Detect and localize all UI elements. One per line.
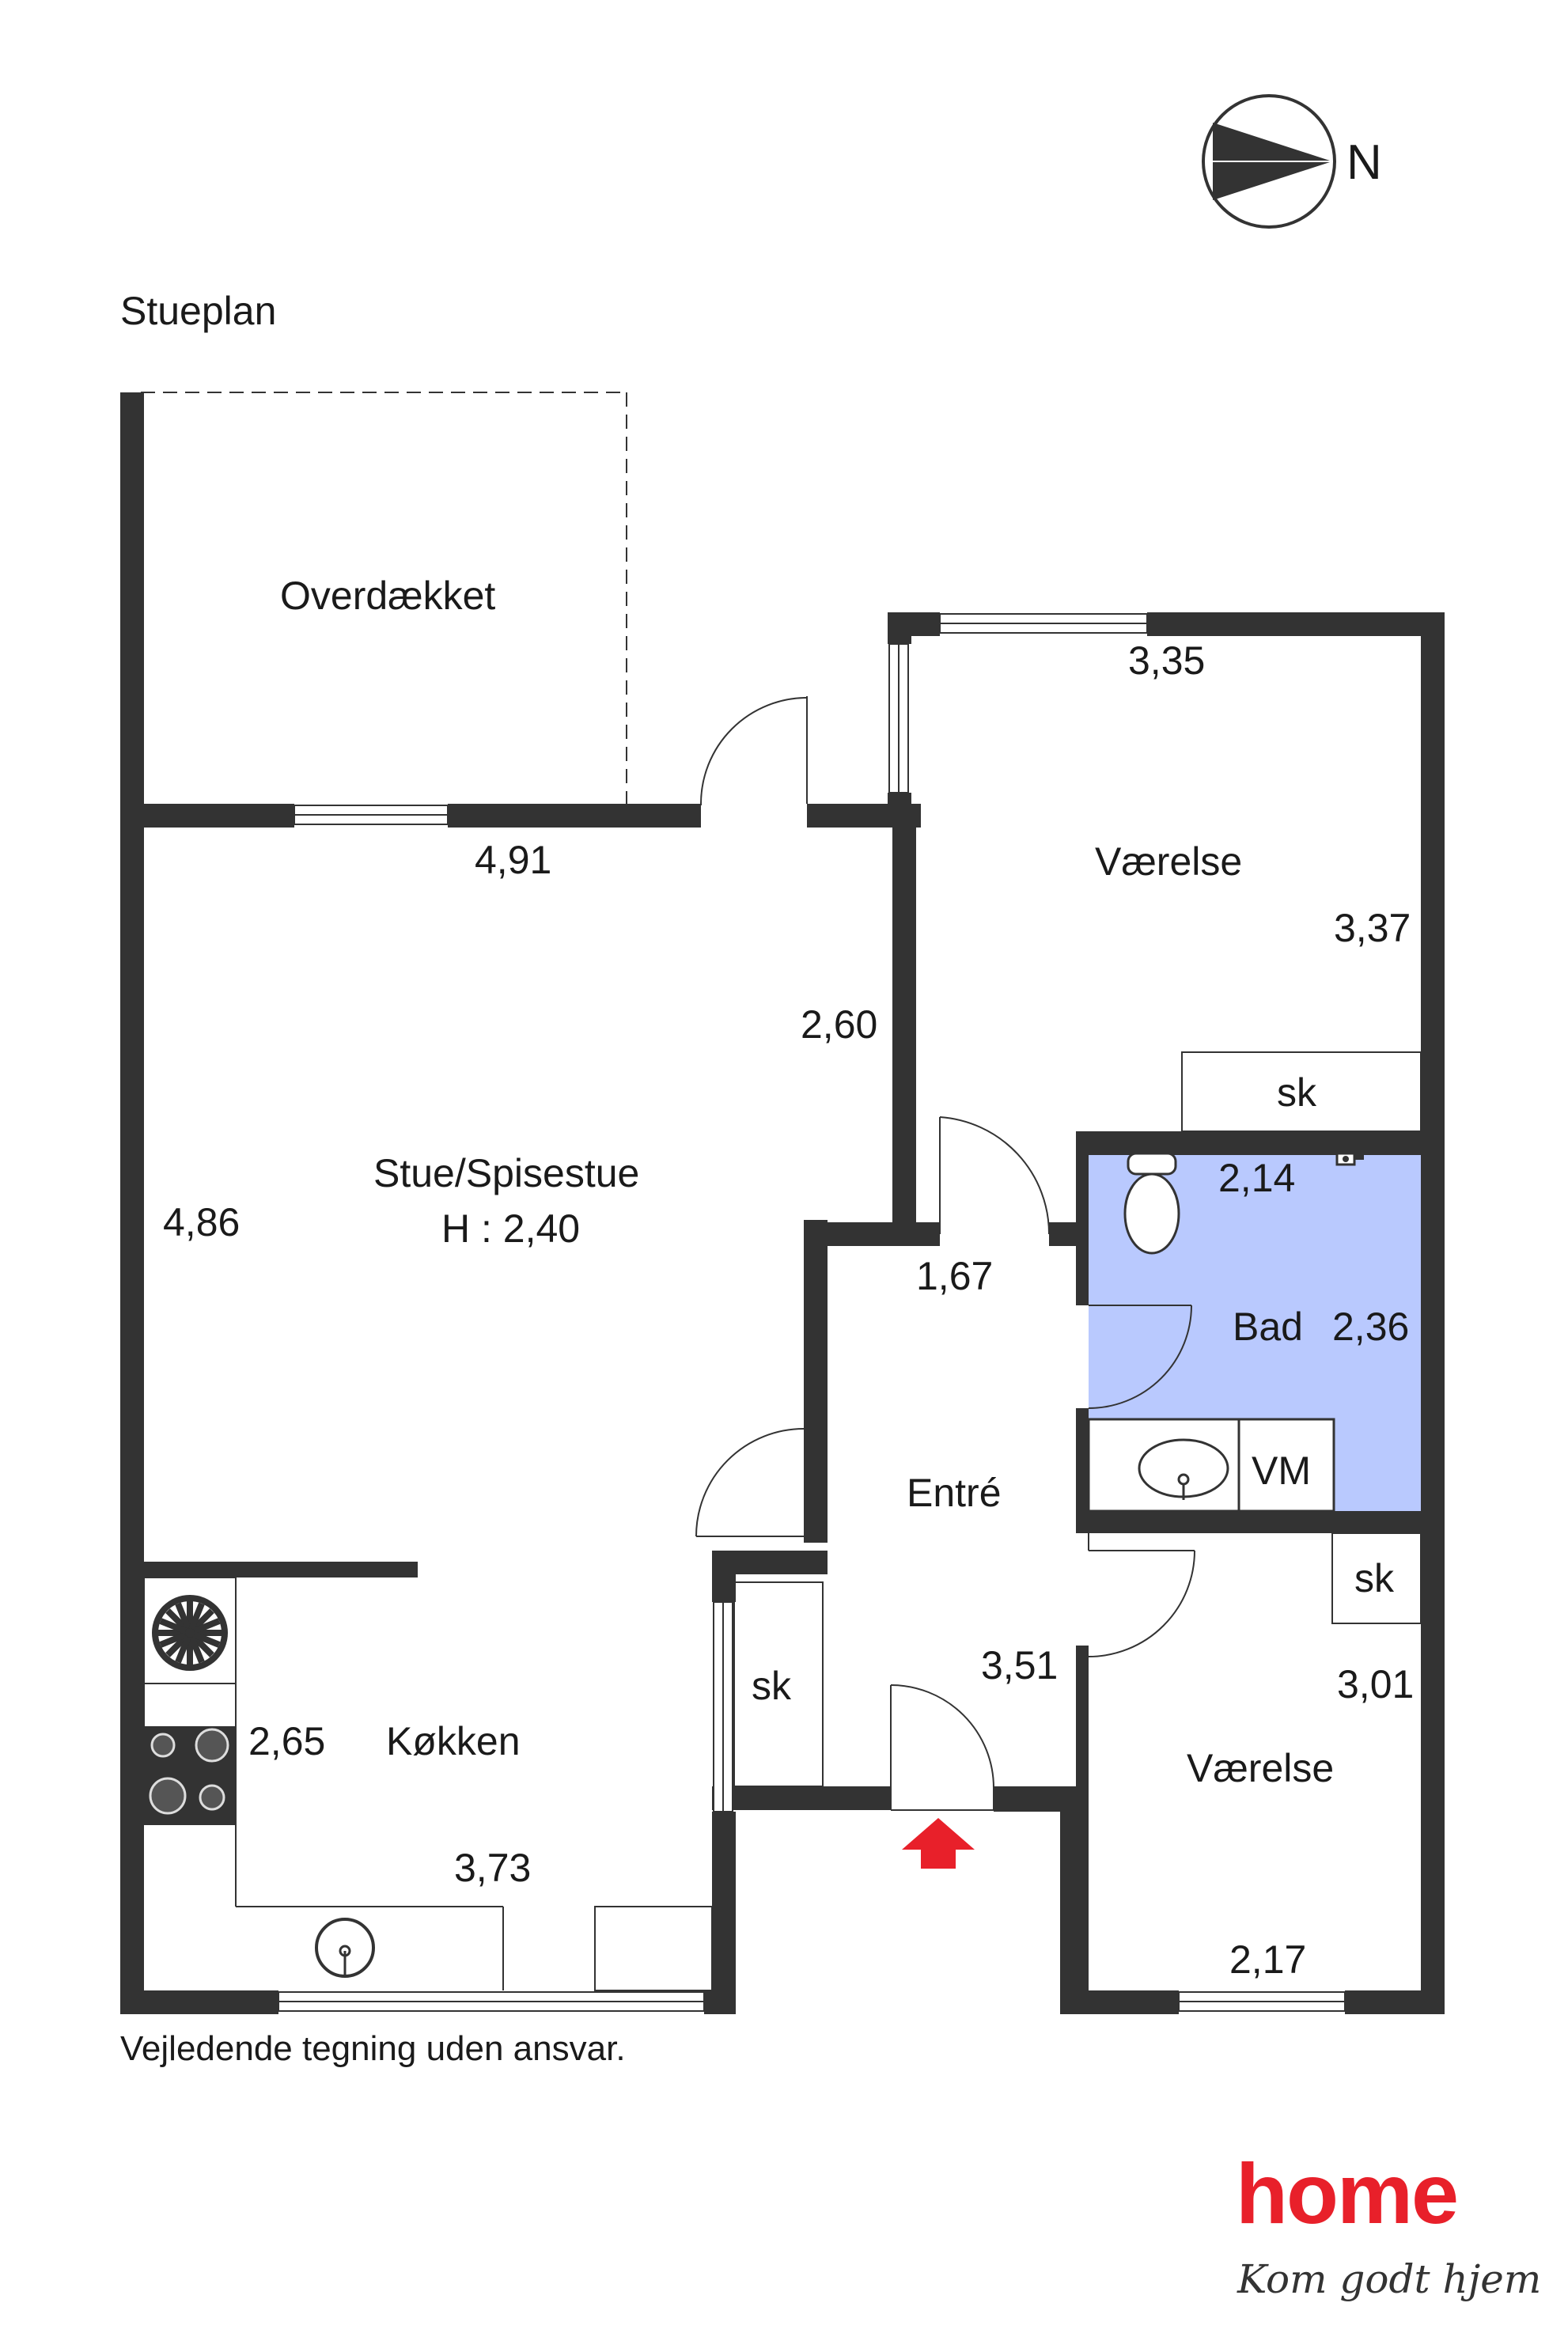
dimension-labels: 4,91 4,86 2,60 3,35 3,37 2,14 2,36 1,67 … xyxy=(163,638,1414,1982)
range-hood-fan-icon xyxy=(152,1595,228,1671)
washer-label: VM xyxy=(1252,1449,1311,1493)
closet-label-bottom: sk xyxy=(1354,1556,1395,1600)
logo-word: home xyxy=(1236,2146,1457,2241)
logo-slogan: Kom godt hjem xyxy=(1237,2256,1541,2302)
closet-label-top: sk xyxy=(1277,1070,1317,1115)
dim-kokken-depth: 2,65 xyxy=(248,1719,325,1763)
entrance-arrow-icon xyxy=(902,1818,975,1869)
room-vaerelse-top: Værelse xyxy=(1095,839,1242,884)
shower-tap-icon xyxy=(1335,1152,1364,1166)
room-kokken: Køkken xyxy=(386,1719,521,1763)
disclaimer: Vejledende tegning uden ansvar. xyxy=(120,2029,626,2068)
room-stue-name: Stue/Spisestue xyxy=(373,1151,639,1195)
toilet-icon xyxy=(1123,1152,1180,1255)
covered-terrace-outline xyxy=(141,392,627,805)
brand-logo: home Kom godt hjem xyxy=(1236,2146,1541,2302)
kitchen-sink-icon xyxy=(315,1918,375,1978)
dim-kokken-width: 3,73 xyxy=(454,1846,531,1890)
room-stue-height: H : 2,40 xyxy=(441,1206,580,1251)
dim-stue-side: 2,60 xyxy=(801,1002,877,1047)
dim-entre-width: 1,67 xyxy=(916,1254,993,1298)
dim-bad-depth: 2,36 xyxy=(1332,1305,1409,1349)
dim-vaerelse-bottom-depth: 3,01 xyxy=(1337,1662,1414,1706)
dim-vaerelse-bottom-width: 2,17 xyxy=(1229,1937,1306,1982)
dim-bad-width: 2,14 xyxy=(1218,1156,1295,1200)
room-bad: Bad xyxy=(1233,1305,1303,1349)
dim-stue-width: 4,91 xyxy=(475,838,551,882)
closet-label-entre: sk xyxy=(752,1664,792,1708)
dim-stue-depth: 4,86 xyxy=(163,1200,240,1244)
dim-vaerelse-top-depth: 3,37 xyxy=(1334,906,1411,950)
closets xyxy=(733,1051,1422,1787)
bathroom-sink-icon xyxy=(1087,1418,1335,1513)
room-entre: Entré xyxy=(907,1471,1002,1515)
stove-icon xyxy=(144,1726,236,1824)
walls xyxy=(120,392,1445,2014)
dim-vaerelse-top-width: 3,35 xyxy=(1128,638,1205,683)
room-vaerelse-bottom: Værelse xyxy=(1187,1746,1334,1790)
dim-entre-depth: 3,51 xyxy=(981,1643,1058,1687)
windows xyxy=(278,613,1346,2012)
doors xyxy=(695,696,1195,1811)
room-overdaekket: Overdækket xyxy=(280,574,495,618)
compass-label: N xyxy=(1346,135,1382,190)
page-title: Stueplan xyxy=(120,289,276,333)
compass-north-icon xyxy=(1202,94,1336,229)
room-labels: Overdækket Stue/Spisestue H : 2,40 Køkke… xyxy=(280,574,1395,1790)
